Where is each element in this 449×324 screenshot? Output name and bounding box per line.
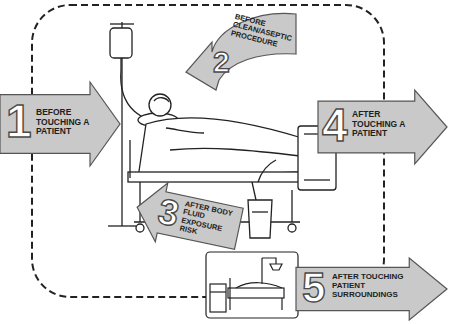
moment-number: 1 [6,98,36,144]
arrow-outline [131,178,245,258]
moment-label: AFTER TOUCHING A PATIENT [352,110,418,139]
moment-number: 4 [322,102,352,148]
arrow-outline [0,82,120,166]
moment-number: 2 [213,47,237,77]
surroundings-illustration [206,252,298,318]
urine-bag [248,160,276,238]
arrow-outline [296,258,447,320]
moment-label: AFTER TOUCHING PATIENT SURROUNDINGS [332,273,412,300]
moment-label: BEFORE TOUCHING A PATIENT [36,108,92,137]
arrow-outline [186,13,296,90]
moment-number: 5 [302,267,330,309]
moment-arrow: 3AFTER BODY FLUID EXPOSURE RISK [131,178,245,258]
moment-arrow: 1BEFORE TOUCHING A PATIENT [0,82,120,166]
moment-arrow: 4AFTER TOUCHING A PATIENT [318,90,447,164]
moment-arrow: 5AFTER TOUCHING PATIENT SURROUNDINGS [296,258,447,320]
arrow-outline [318,90,447,164]
moment-arrow: 2BEFORE CLEAN/ASEPTIC PROCEDURE [186,10,298,92]
